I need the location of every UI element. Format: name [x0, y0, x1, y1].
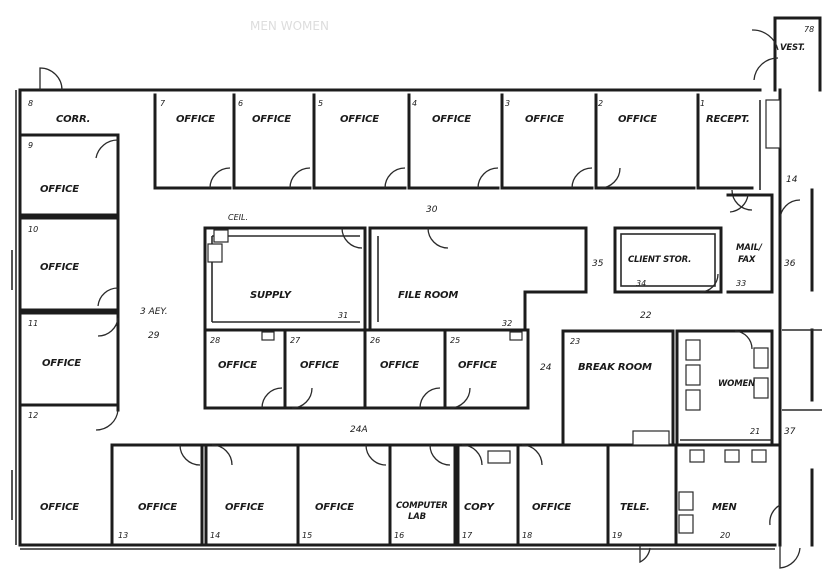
outer-walls [11, 16, 822, 569]
room-number: 4 [412, 99, 417, 108]
room-number: 27 [290, 336, 301, 345]
room-label-office: OFFICE [458, 360, 497, 371]
room-number: 1 [700, 99, 705, 108]
room-label-office: OFFICE [532, 502, 571, 513]
area-14-label: 14 [786, 175, 798, 185]
area-35-label: 35 [592, 259, 604, 269]
room-number: 12 [28, 411, 38, 420]
room-label-copy: COPY [464, 502, 496, 513]
room-label-women: WOMEN [718, 379, 755, 389]
room-number: 6 [238, 99, 243, 108]
room-number: 23 [570, 337, 580, 346]
room-label-office: OFFICE [300, 360, 339, 371]
room-label-office: OFFICE [225, 502, 264, 513]
room-label-office: OFFICE [315, 502, 354, 513]
room-label-client-storage: CLIENT STOR. [628, 255, 691, 265]
room-label-office: OFFICE [380, 360, 419, 371]
room-label-office: OFFICE [176, 114, 215, 125]
room-number: 20 [720, 531, 730, 540]
room-number: 25 [450, 336, 460, 345]
bottom-offices [110, 443, 782, 547]
room-number: 26 [370, 336, 380, 345]
room-label-office: OFFICE [218, 360, 257, 371]
supply-tag-text: CEIL. [228, 213, 248, 222]
storage-mail [613, 193, 774, 294]
room-number: 9 [28, 141, 33, 150]
room-label-office: OFFICE [618, 114, 657, 125]
room-label-mail-fax: MAIL/ [736, 243, 763, 253]
room-number: 7 [160, 99, 166, 108]
room-label-men: MEN [712, 502, 737, 513]
area-30-label: 30 [426, 205, 438, 215]
central-block [203, 226, 588, 410]
room-number: 11 [28, 319, 38, 328]
faint-header-text: MEN WOMEN [250, 19, 329, 33]
room-number: 31 [338, 311, 348, 320]
room-label-vestibule: VEST. [780, 43, 805, 53]
room-number: 16 [394, 531, 404, 540]
room-label-office: OFFICE [525, 114, 564, 125]
room-label-computer-lab-line2: LAB [408, 512, 426, 522]
room-label-tele: TELE. [620, 502, 650, 513]
room-number: 2 [598, 99, 603, 108]
area-24a-label: 24A [350, 425, 368, 435]
room-number: 32 [502, 319, 512, 328]
left-offices [18, 133, 120, 431]
room-labels: 1 RECEPT. 2 OFFICE 3 OFFICE 4 OFFICE 5 O… [28, 25, 814, 540]
room-number: 21 [750, 427, 760, 436]
area-36-label: 36 [784, 259, 796, 269]
room-number: 8 [28, 99, 33, 108]
lobby-number: 29 [148, 331, 160, 341]
room-label-office: OFFICE [40, 184, 79, 195]
room-number: 14 [210, 531, 220, 540]
room-label-mail-fax-line2: FAX [738, 255, 756, 265]
room-number: 3 [505, 99, 510, 108]
room-number: 13 [118, 531, 128, 540]
room-number: 15 [302, 531, 312, 540]
area-22-label: 22 [640, 311, 652, 321]
room-number: 78 [804, 25, 814, 34]
lobby-label: 3 AEY. [140, 307, 168, 317]
room-number: 33 [736, 279, 746, 288]
break-restrooms [561, 329, 822, 463]
room-label-office: OFFICE [40, 262, 79, 273]
room-label-reception: RECEPT. [706, 114, 750, 125]
room-label-office: OFFICE [138, 502, 177, 513]
room-label-corridor: CORR. [56, 114, 90, 125]
room-label-office: OFFICE [340, 114, 379, 125]
room-label-break-room: BREAK ROOM [578, 362, 652, 373]
room-label-office: OFFICE [252, 114, 291, 125]
room-number: 18 [522, 531, 532, 540]
area-24-label: 24 [540, 363, 552, 373]
room-label-file-room: FILE ROOM [398, 290, 458, 301]
room-number: 10 [28, 225, 38, 234]
room-number: 17 [462, 531, 473, 540]
top-offices [153, 93, 781, 211]
room-number: 19 [612, 531, 622, 540]
room-number: 5 [318, 99, 323, 108]
room-label-supply: SUPPLY [250, 290, 293, 301]
room-number: 28 [210, 336, 220, 345]
room-label-office: OFFICE [42, 358, 81, 369]
area-37-label: 37 [784, 427, 796, 437]
room-label-office: OFFICE [432, 114, 471, 125]
room-number: 34 [636, 279, 646, 288]
room-label-office: OFFICE [40, 502, 79, 513]
room-label-computer-lab: COMPUTER [396, 501, 448, 511]
